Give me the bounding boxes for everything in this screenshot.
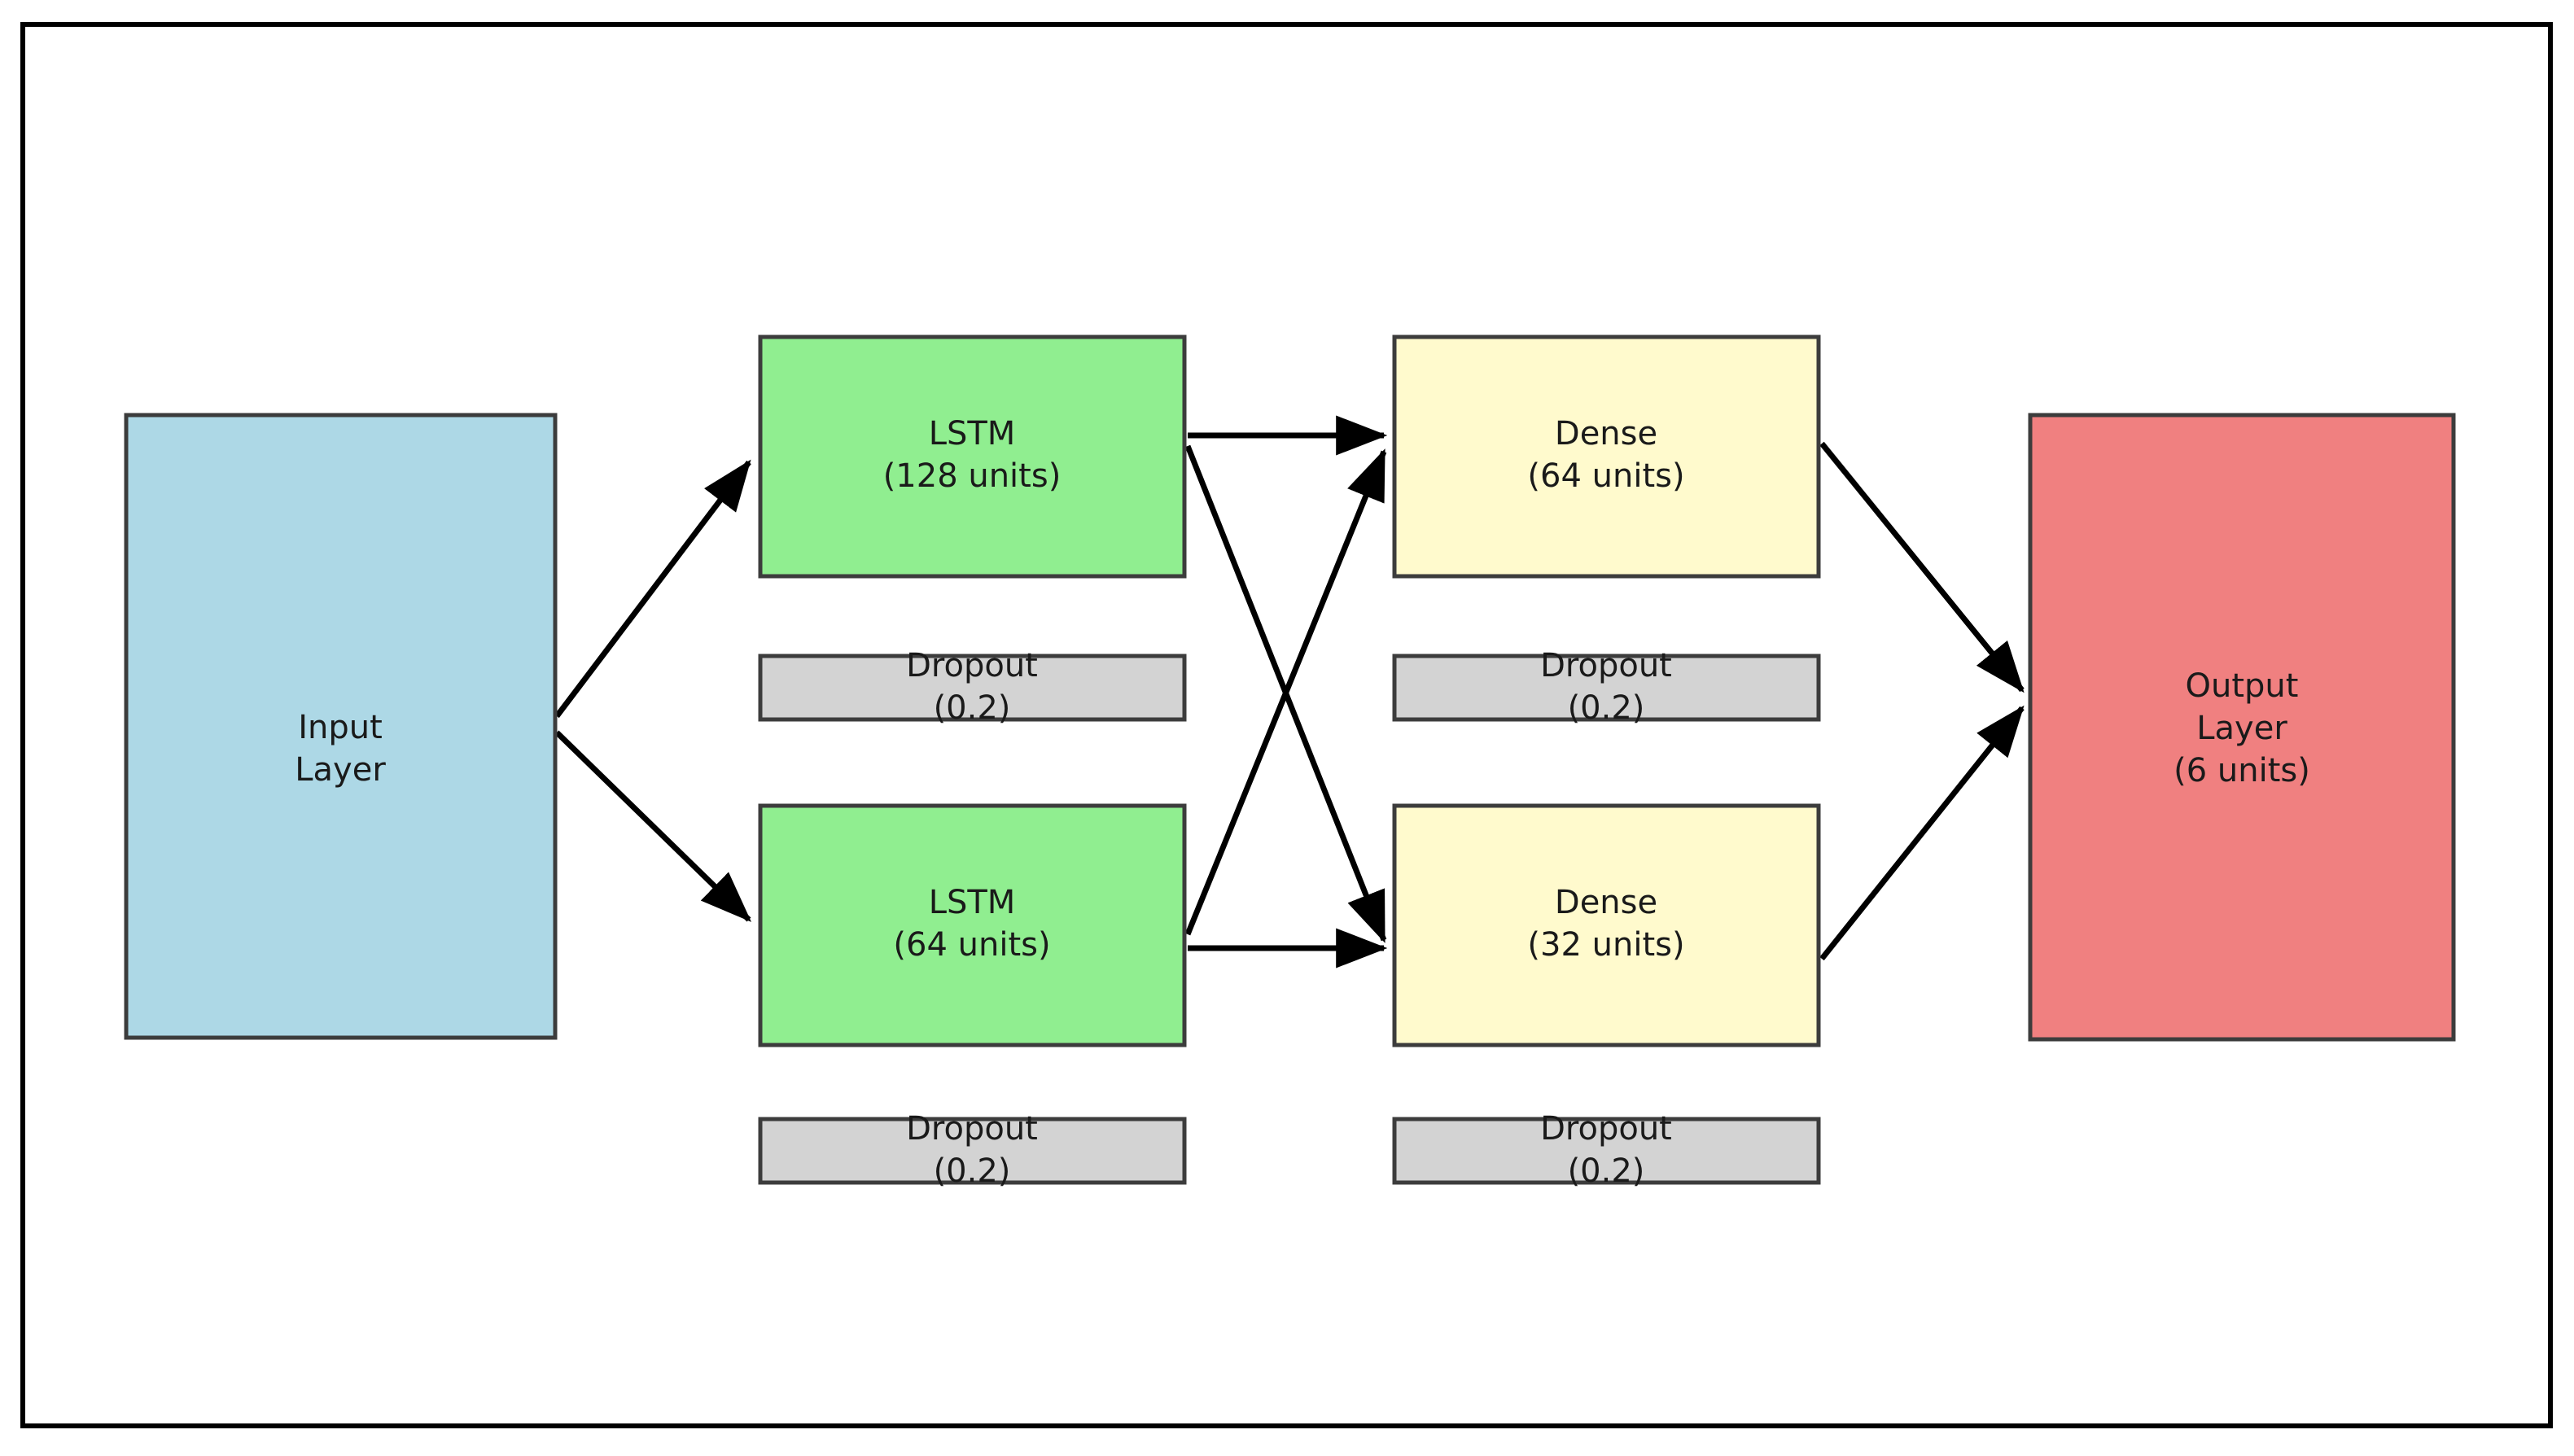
output-layer-label-line2: Layer	[2196, 710, 2287, 747]
dropout-3-box[interactable]	[1392, 654, 1821, 722]
edge-input-to-lstm64	[554, 730, 752, 922]
dense-64-box[interactable]	[1392, 334, 1821, 579]
dense-32-label-line1: Dense	[1555, 884, 1657, 921]
output-layer-label-line1: Output	[2186, 667, 2299, 705]
dense-64-label-line1: Dense	[1555, 415, 1657, 453]
dropout-4-label-line1: Dropout	[1540, 1110, 1672, 1148]
input-layer-box[interactable]	[124, 413, 558, 1040]
node-dropout-2[interactable]: Dropout (0.2)	[758, 1110, 1187, 1190]
node-dense-64[interactable]: Dense (64 units)	[1392, 334, 1821, 579]
node-dropout-1[interactable]: Dropout (0.2)	[758, 647, 1187, 727]
dense-32-box[interactable]	[1392, 803, 1821, 1047]
input-layer-label-line1: Input	[298, 709, 383, 746]
dropout-2-label-line2: (0.2)	[934, 1152, 1011, 1190]
node-dropout-4[interactable]: Dropout (0.2)	[1392, 1110, 1821, 1190]
node-lstm-64[interactable]: LSTM (64 units)	[758, 803, 1187, 1047]
input-layer-label-line2: Layer	[295, 751, 386, 789]
edge-dense64-to-output	[1819, 441, 2025, 693]
edge-lstm64-to-dense64	[1184, 448, 1387, 936]
dropout-4-box[interactable]	[1392, 1117, 1821, 1185]
dropout-2-box[interactable]	[758, 1117, 1187, 1185]
dropout-3-label-line2: (0.2)	[1568, 689, 1645, 727]
lstm-128-label-line2: (128 units)	[883, 457, 1062, 495]
dense-32-label-line2: (32 units)	[1527, 926, 1684, 964]
node-output-layer[interactable]: Output Layer (6 units)	[2028, 413, 2456, 1042]
lstm-128-label-line1: LSTM	[929, 415, 1016, 453]
output-layer-box[interactable]	[2028, 413, 2456, 1042]
dense-64-label-line2: (64 units)	[1527, 457, 1684, 495]
lstm-64-label-line2: (64 units)	[893, 926, 1050, 964]
dropout-2-label-line1: Dropout	[906, 1110, 1038, 1148]
edge-group	[554, 415, 2025, 968]
dropout-1-label-line2: (0.2)	[934, 689, 1011, 727]
edge-input-to-lstm128	[554, 459, 751, 719]
node-lstm-128[interactable]: LSTM (128 units)	[758, 334, 1187, 579]
lstm-64-box[interactable]	[758, 803, 1187, 1047]
node-dropout-3[interactable]: Dropout (0.2)	[1392, 647, 1821, 727]
lstm-64-label-line1: LSTM	[929, 884, 1016, 921]
node-input-layer[interactable]: Input Layer	[124, 413, 558, 1040]
lstm-128-box[interactable]	[758, 334, 1187, 579]
dropout-4-label-line2: (0.2)	[1568, 1152, 1645, 1190]
edge-dense32-to-output	[1819, 705, 2025, 961]
dropout-1-label-line1: Dropout	[906, 647, 1038, 684]
output-layer-label-line3: (6 units)	[2173, 752, 2310, 789]
dropout-3-label-line1: Dropout	[1540, 647, 1672, 684]
node-dense-32[interactable]: Dense (32 units)	[1392, 803, 1821, 1047]
dropout-1-box[interactable]	[758, 654, 1187, 722]
